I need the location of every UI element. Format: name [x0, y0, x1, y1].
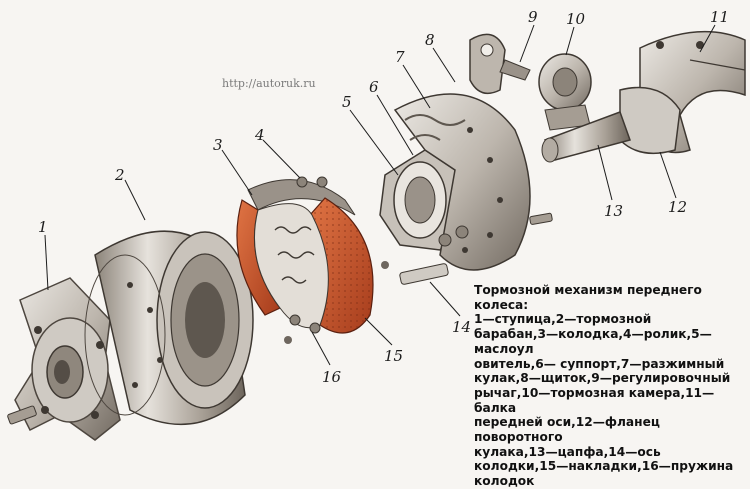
- svg-text:5: 5: [342, 93, 352, 111]
- caption-line: 1—ступица,2—тормозной: [474, 312, 652, 327]
- callout-8: 8: [425, 31, 456, 83]
- svg-text:6: 6: [369, 78, 379, 96]
- shoe-axle-part: [381, 261, 449, 285]
- cam-lever-chamber-part: [469, 33, 592, 131]
- axle-beam-knuckle-part: [541, 30, 746, 163]
- callout-13: 13: [597, 144, 623, 220]
- callout-5: 5: [342, 93, 399, 176]
- brake-drum-part: [84, 230, 254, 426]
- callout-2: 2: [114, 166, 146, 221]
- svg-text:14: 14: [452, 318, 471, 336]
- callout-7: 7: [395, 48, 431, 109]
- callout-10: 10: [565, 10, 586, 56]
- svg-text:3: 3: [213, 136, 223, 154]
- svg-text:4: 4: [254, 126, 265, 144]
- svg-text:12: 12: [668, 198, 687, 216]
- svg-text:2: 2: [114, 166, 125, 184]
- callout-14: 14: [429, 281, 471, 336]
- brake-assembly-drawing: 1 2 3 4 5 6 7 8 9 10 11 12: [7, 8, 746, 441]
- svg-text:10: 10: [566, 10, 586, 28]
- hub-part: [7, 277, 121, 441]
- svg-text:11: 11: [710, 8, 729, 26]
- caption-line: барабан,3—колодка,4—ролик,5—маслоул: [474, 327, 712, 356]
- caption-line: кулак,8—щиток,9—регулировочный: [474, 371, 731, 386]
- callout-6: 6: [369, 78, 414, 156]
- caption-line: рычаг,10—тормозная камера,11—балка: [474, 385, 715, 415]
- backing-plate-part: [393, 93, 553, 271]
- callout-15: 15: [364, 317, 403, 365]
- figure-caption: Тормозной механизм переднего колеса: 1—с…: [474, 283, 746, 489]
- watermark-url: http://autoruk.ru: [222, 77, 316, 90]
- svg-text:8: 8: [425, 31, 435, 49]
- callout-3: 3: [213, 136, 253, 196]
- svg-text:1: 1: [38, 218, 48, 236]
- caption-line: колодок: [474, 474, 535, 489]
- callout-11: 11: [699, 8, 729, 53]
- callout-9: 9: [519, 8, 538, 63]
- caption-line: кулака,13—цапфа,14—ось: [474, 444, 661, 459]
- svg-text:13: 13: [604, 202, 623, 220]
- callout-16: 16: [311, 331, 342, 386]
- callout-12: 12: [659, 151, 687, 216]
- svg-text:15: 15: [384, 347, 403, 365]
- seal-and-support-part: [379, 149, 461, 251]
- callout-4: 4: [254, 126, 301, 179]
- brake-shoes-part: [236, 176, 374, 344]
- svg-text:7: 7: [395, 48, 405, 66]
- caption-line: колодки,15—накладки,16—пружина: [474, 459, 734, 474]
- caption-line: овитель,6— суппорт,7—разжимный: [474, 356, 725, 371]
- svg-text:16: 16: [322, 368, 342, 386]
- caption-line: передней оси,12—фланец поворотного: [474, 415, 660, 445]
- caption-line: Тормозной механизм переднего колеса:: [474, 283, 702, 312]
- callout-1: 1: [38, 218, 49, 291]
- svg-text:9: 9: [528, 8, 538, 26]
